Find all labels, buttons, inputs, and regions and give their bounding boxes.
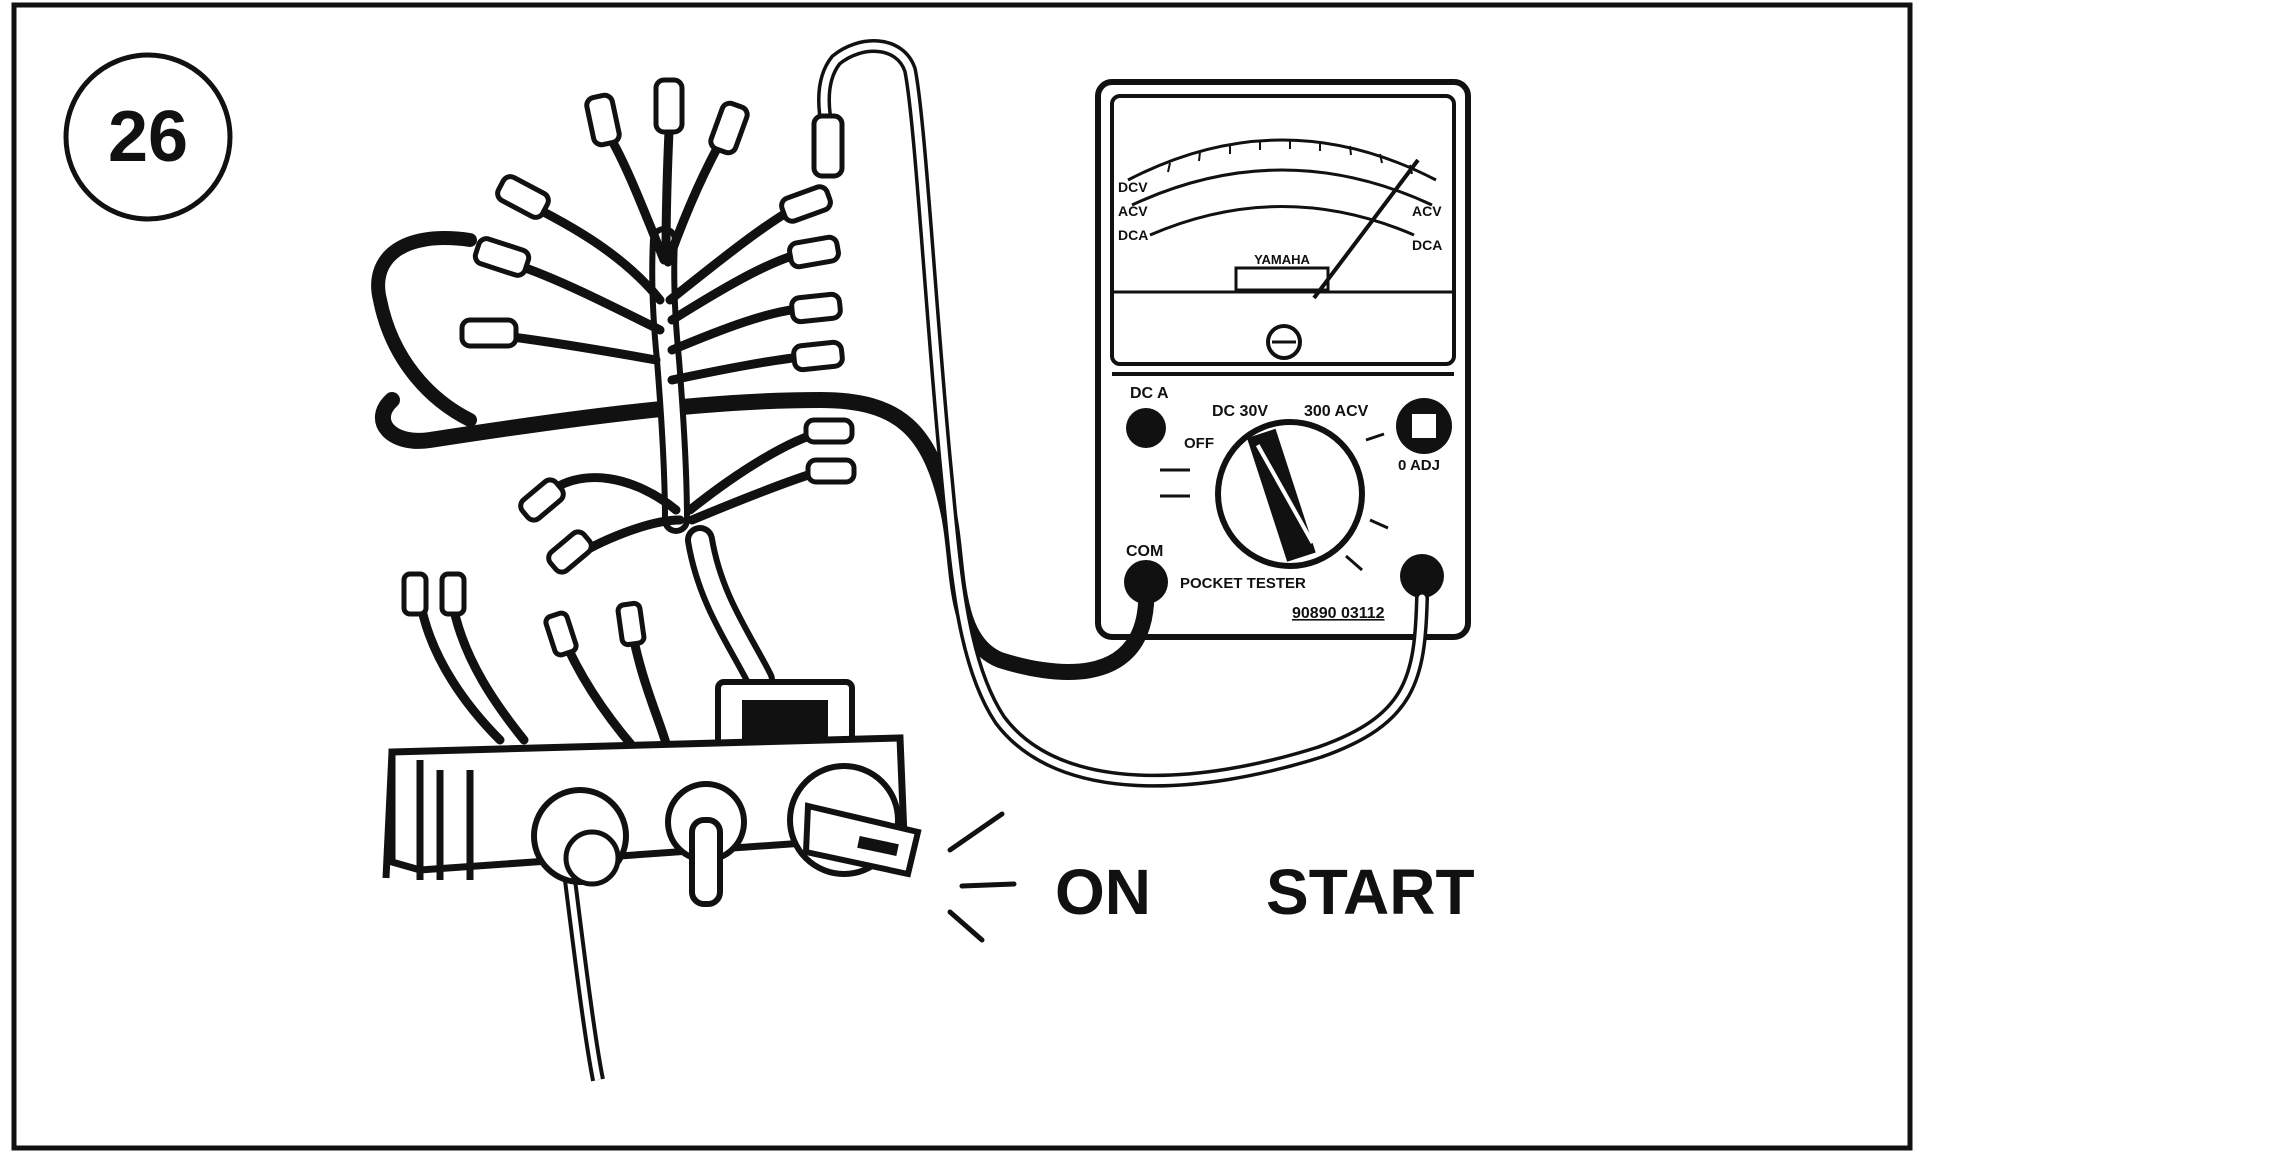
figure-number-circle: [63, 52, 233, 222]
figure-frame: [11, 2, 1913, 1151]
scale-label-dcv: DCV: [1118, 179, 1148, 195]
scale-label-acv-right: ACV: [1412, 203, 1442, 219]
meter-brand-plate: [1234, 266, 1330, 292]
harness-terminals: [459, 77, 857, 575]
tester-label: POCKET TESTER: [1180, 575, 1306, 592]
range-label-dca: DC A: [1130, 385, 1169, 402]
range-label-dcv: DC 30V: [1212, 403, 1268, 420]
range-dial-ticks: [1160, 432, 1389, 572]
switch-panel: [382, 571, 922, 1082]
meter-brand: YAMAHA: [1254, 252, 1310, 267]
emergency-stop-clip: [563, 829, 621, 887]
red-test-lead-fill: [820, 42, 1426, 785]
range-label-acv: 300 ACV: [1304, 403, 1369, 420]
range-label-off: OFF: [1184, 435, 1214, 452]
scale-arc-3: [1149, 205, 1415, 237]
panel-body: [388, 734, 908, 874]
black-test-lead: [374, 391, 1154, 680]
part-number: 90890 03112: [1292, 605, 1385, 622]
com-terminal[interactable]: [1124, 560, 1168, 604]
range-selector-pointer-highlight: [1255, 444, 1315, 544]
main-switch-key-slot: [857, 835, 899, 857]
scale-label-acv: ACV: [1118, 203, 1148, 219]
test-probe-tip: [811, 113, 845, 179]
scale-arc-1: [1127, 138, 1437, 182]
scale-label-dca: DCA: [1118, 227, 1148, 243]
panel-bracket: [382, 751, 474, 880]
scale-label-dca-right: DCA: [1412, 237, 1442, 253]
ohm-adjust-knob-center: [1412, 414, 1436, 438]
terminal-label-com: COM: [1126, 543, 1163, 560]
positive-terminal[interactable]: [1400, 554, 1444, 598]
choke-knob-stem: [689, 817, 723, 907]
scale-arc-2: [1131, 168, 1433, 207]
meter-needle: [1312, 158, 1420, 300]
switch-position-indicator: [947, 811, 1017, 943]
dca-jack[interactable]: [1126, 408, 1166, 448]
multimeter: DCV ACV DCA ACV DCA YAMAHA DC A DC 30V 3…: [1095, 79, 1471, 640]
start-label: START: [1266, 856, 1475, 928]
harness-connector-socket: [742, 700, 828, 740]
range-label-adj: 0 ADJ: [1398, 457, 1440, 474]
figure-number: 26: [108, 97, 188, 177]
meter-display-window: [1110, 94, 1456, 366]
on-label: ON: [1055, 856, 1151, 928]
range-selector-pointer: [1247, 428, 1316, 562]
